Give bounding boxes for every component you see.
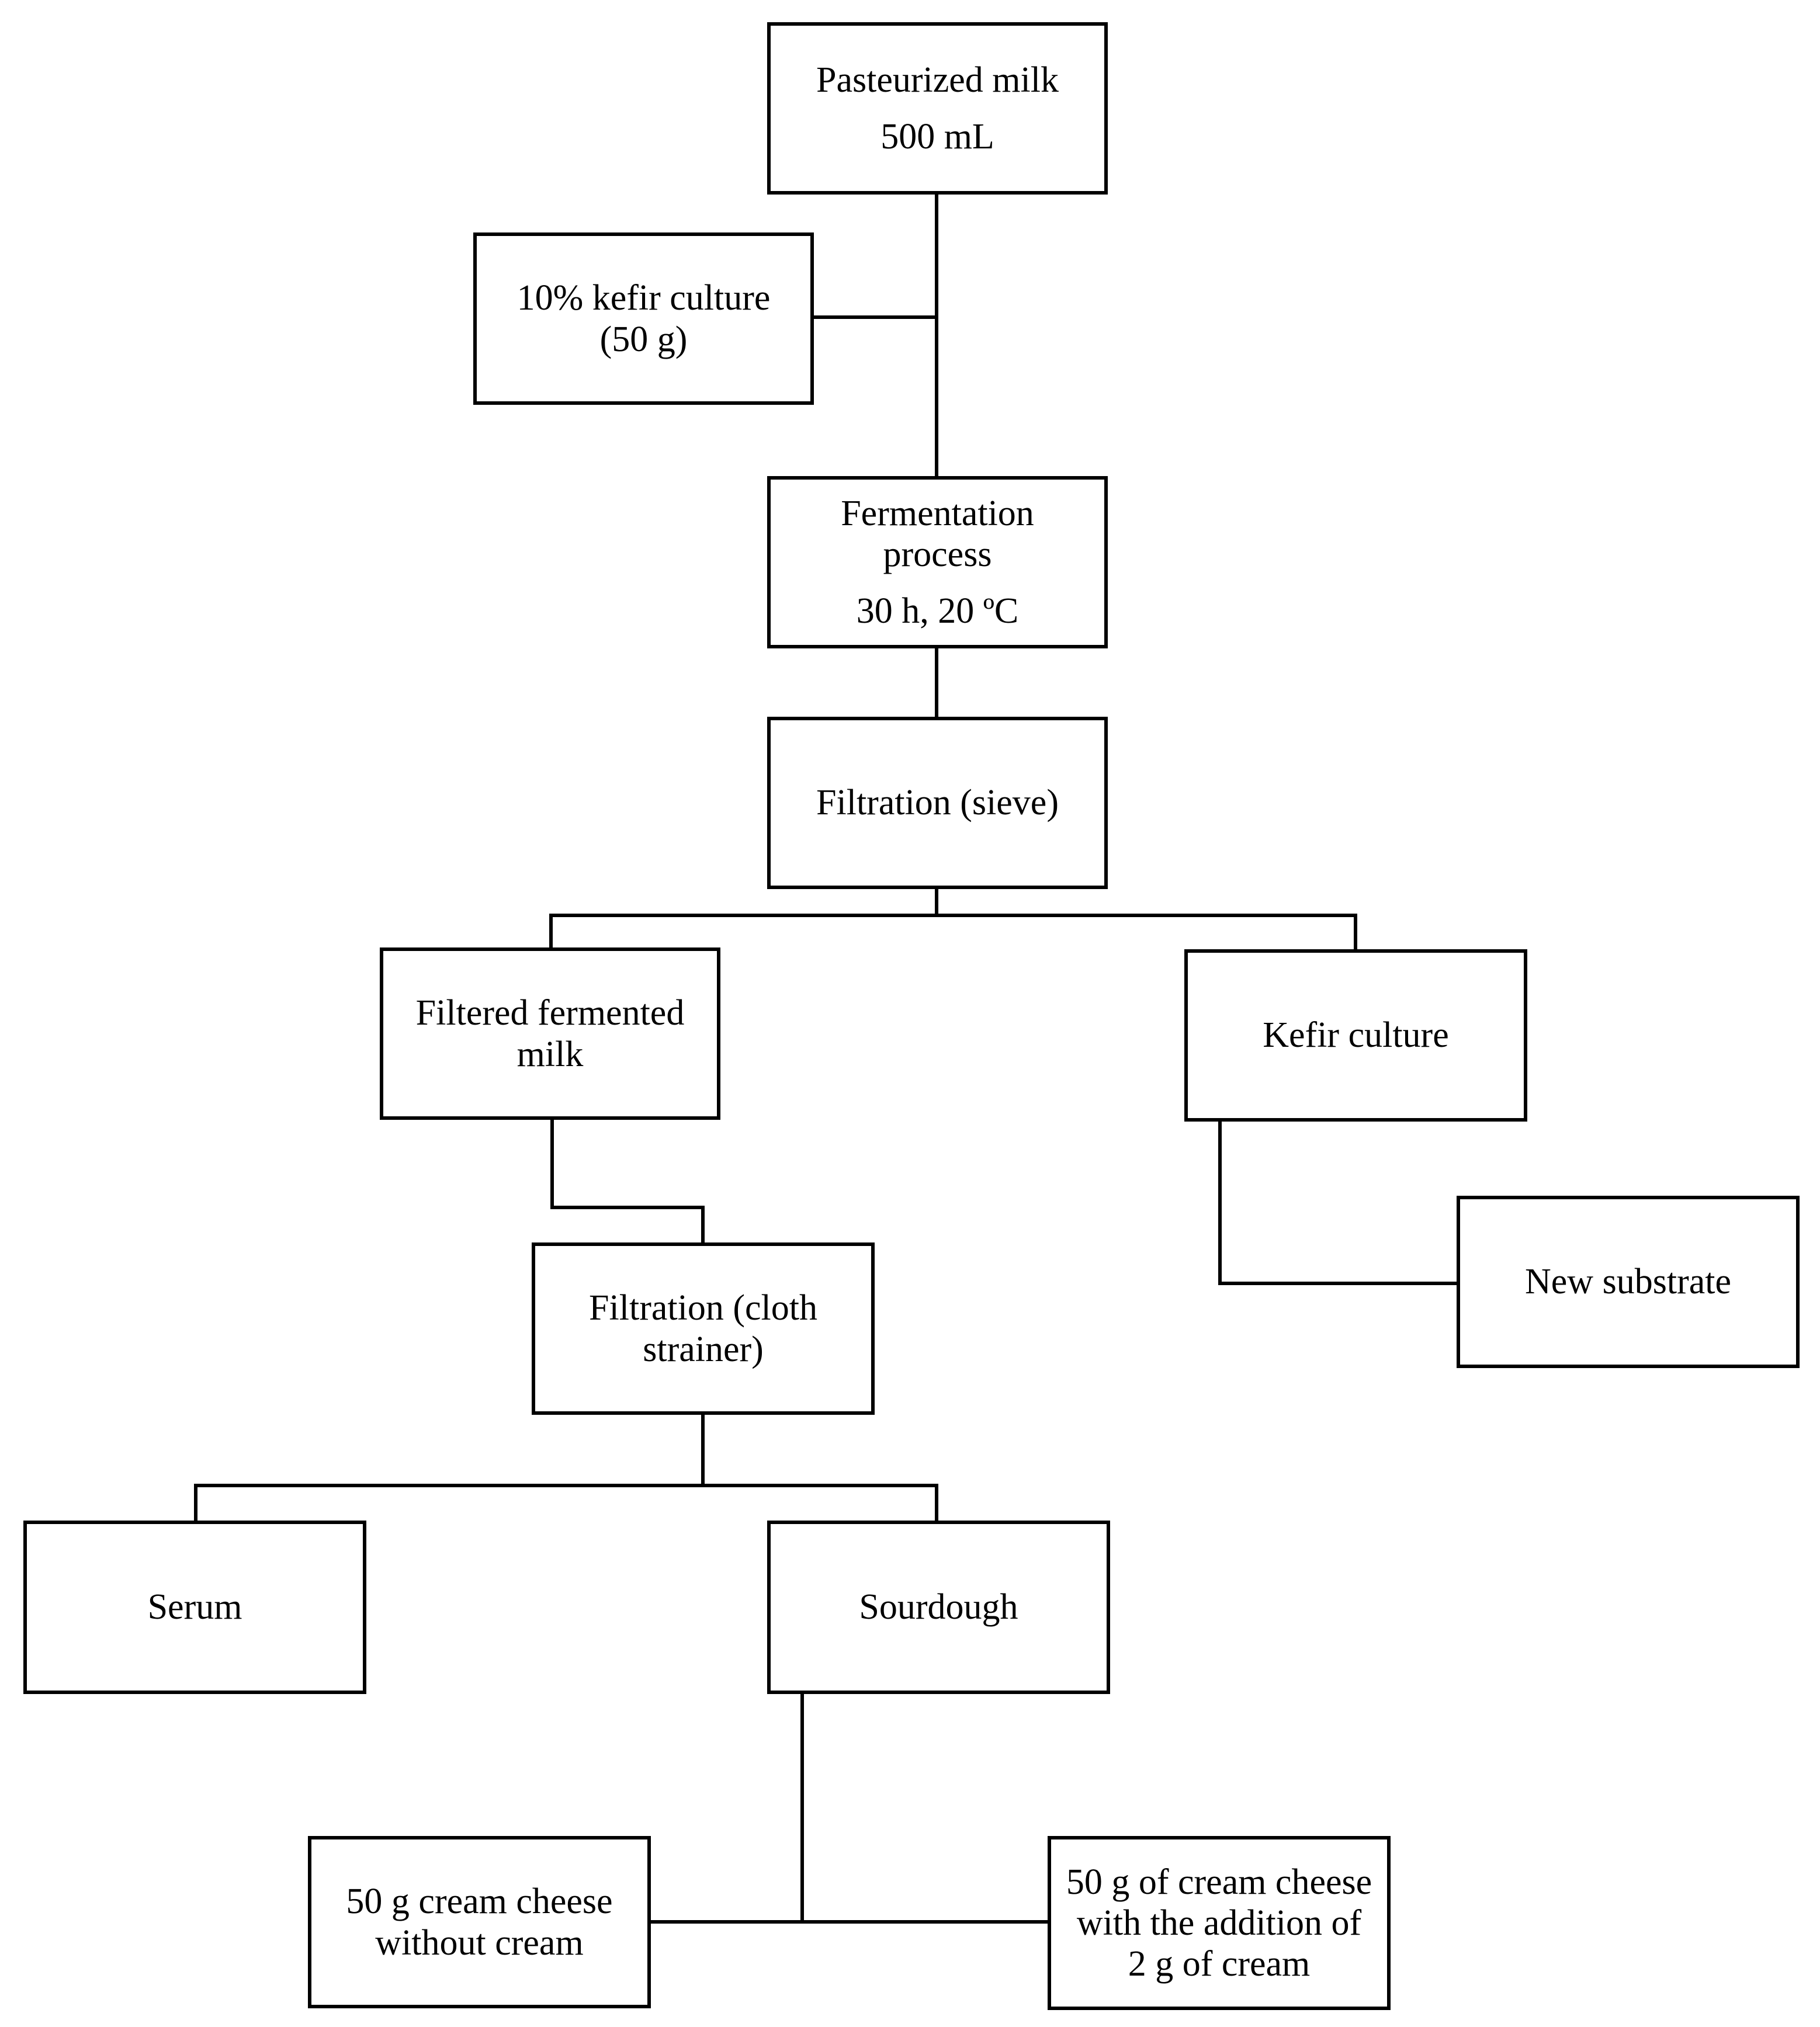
node-pasteurized-milk-line1: Pasteurized milk bbox=[816, 60, 1059, 100]
node-filtered-fermented-milk-line2: milk bbox=[516, 1034, 584, 1074]
node-new-substrate-line1: New substrate bbox=[1525, 1262, 1731, 1302]
node-serum: Serum bbox=[23, 1521, 366, 1694]
node-cream-cheese-without-cream-line1: 50 g cream cheese bbox=[346, 1882, 613, 1922]
node-filtration-cloth-strainer-line2: strainer) bbox=[643, 1329, 764, 1369]
node-filtered-fermented-milk: Filtered fermented milk bbox=[380, 947, 720, 1120]
node-cream-cheese-with-cream-line3: 2 g of cream bbox=[1128, 1944, 1311, 1984]
node-cream-cheese-with-cream-line2: with the addition of bbox=[1076, 1903, 1362, 1943]
node-fermentation-process-line2: process bbox=[883, 534, 992, 575]
node-filtration-cloth-strainer: Filtration (cloth strainer) bbox=[532, 1242, 875, 1415]
node-filtration-cloth-strainer-line1: Filtration (cloth bbox=[589, 1288, 817, 1328]
node-kefir-culture-input: 10% kefir culture (50 g) bbox=[473, 232, 814, 405]
node-kefir-culture-output-line1: Kefir culture bbox=[1263, 1015, 1449, 1056]
node-filtered-fermented-milk-line1: Filtered fermented bbox=[415, 993, 685, 1033]
node-kefir-culture-output: Kefir culture bbox=[1184, 949, 1527, 1122]
node-kefir-culture-input-line2: (50 g) bbox=[599, 319, 688, 359]
node-fermentation-process-line1: Fermentation bbox=[841, 494, 1034, 534]
node-filtration-sieve: Filtration (sieve) bbox=[767, 717, 1108, 889]
node-serum-line1: Serum bbox=[147, 1587, 242, 1627]
node-cream-cheese-without-cream-line2: without cream bbox=[375, 1922, 584, 1963]
node-fermentation-process-line3: 30 h, 20 ºC bbox=[856, 591, 1019, 631]
node-cream-cheese-with-cream-line1: 50 g of cream cheese bbox=[1066, 1862, 1372, 1902]
node-fermentation-process: Fermentation process 30 h, 20 ºC bbox=[767, 476, 1108, 648]
node-sourdough-line1: Sourdough bbox=[859, 1587, 1018, 1627]
node-pasteurized-milk: Pasteurized milk 500 mL bbox=[767, 22, 1108, 195]
node-cream-cheese-without-cream: 50 g cream cheese without cream bbox=[308, 1836, 651, 2008]
node-kefir-culture-input-line1: 10% kefir culture bbox=[516, 278, 771, 318]
node-new-substrate: New substrate bbox=[1457, 1196, 1800, 1368]
node-sourdough: Sourdough bbox=[767, 1521, 1110, 1694]
node-cream-cheese-with-cream: 50 g of cream cheese with the addition o… bbox=[1048, 1836, 1391, 2010]
node-filtration-sieve-line1: Filtration (sieve) bbox=[816, 783, 1059, 823]
node-pasteurized-milk-line2: 500 mL bbox=[880, 116, 994, 157]
